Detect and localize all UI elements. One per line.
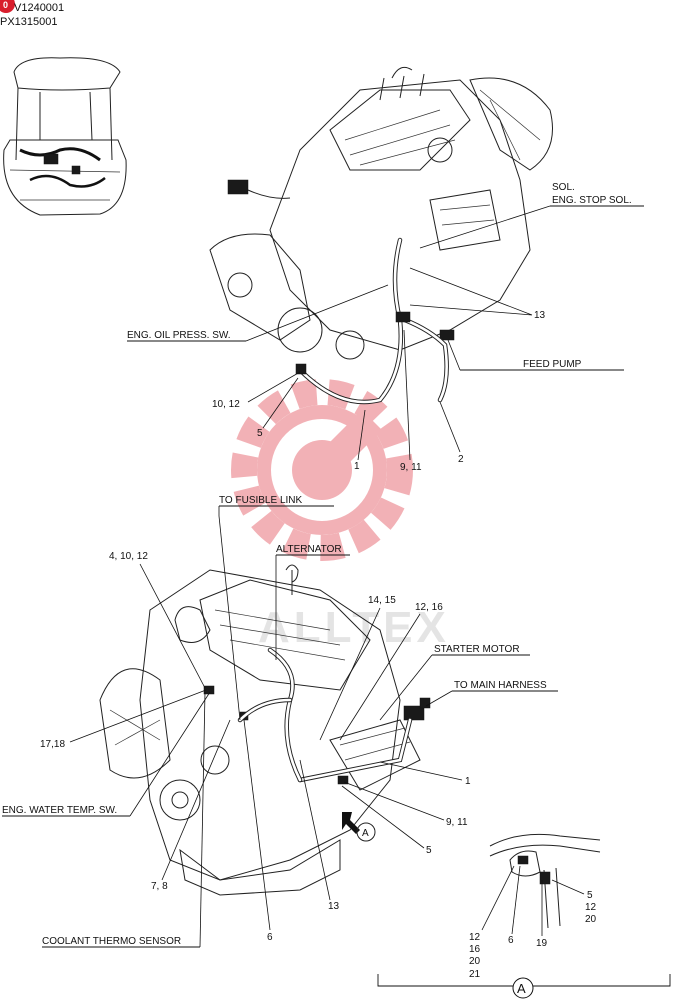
callout-starter-motor: STARTER MOTOR bbox=[434, 644, 520, 655]
detail-view-circle bbox=[512, 977, 534, 999]
top-callouts: SOL. ENG. STOP SOL. 13 ENG. OIL PRESS. S… bbox=[127, 182, 644, 473]
detail-ref-20: 20 bbox=[585, 914, 597, 925]
bottom-callouts: TO FUSIBLE LINK ALTERNATOR 4, 10, 12 14,… bbox=[2, 495, 558, 948]
serial-line-1: V1240001 bbox=[14, 2, 64, 14]
callout-sol: SOL. bbox=[552, 182, 575, 193]
header: 0 V1240001 PX1315001 bbox=[0, 0, 64, 28]
ref-bottom-4-10-12: 4, 10, 12 bbox=[109, 551, 148, 562]
detail-ref-5: 5 bbox=[587, 890, 593, 901]
detail-col-20: 20 bbox=[469, 956, 481, 967]
header-badge-text: 0 bbox=[3, 0, 8, 10]
callout-to-fusible-link: TO FUSIBLE LINK bbox=[219, 495, 303, 506]
detail-ref-6: 6 bbox=[508, 935, 514, 946]
ref-top-13: 13 bbox=[534, 310, 546, 321]
view-arrow-icon bbox=[342, 812, 360, 834]
detail-col-21: 21 bbox=[469, 969, 481, 980]
watermark-gear-icon bbox=[231, 379, 413, 561]
callout-coolant-thermo-sensor: COOLANT THERMO SENSOR bbox=[42, 936, 181, 947]
callout-feed-pump: FEED PUMP bbox=[523, 359, 582, 370]
detail-col-16: 16 bbox=[469, 944, 481, 955]
ref-bottom-14-15: 14, 15 bbox=[368, 595, 396, 606]
ref-top-2: 2 bbox=[458, 454, 464, 465]
ref-bottom-6: 6 bbox=[267, 932, 273, 943]
ref-bottom-17-18: 17,18 bbox=[40, 739, 65, 750]
top-engine-drawing bbox=[209, 66, 553, 405]
detail-col-12: 12 bbox=[469, 932, 481, 943]
callout-eng-stop-sol: ENG. STOP SOL. bbox=[552, 195, 632, 206]
detail-ref-12: 12 bbox=[585, 902, 597, 913]
ref-top-1: 1 bbox=[354, 461, 360, 472]
watermark: ALLTEX bbox=[231, 379, 446, 652]
ref-bottom-view-a: A bbox=[362, 828, 369, 839]
ref-top-10-12: 10, 12 bbox=[212, 399, 240, 410]
callout-eng-oil-press-sw: ENG. OIL PRESS. SW. bbox=[127, 330, 231, 341]
header-badge bbox=[0, 0, 15, 13]
detail-view-label: A bbox=[517, 981, 526, 996]
ref-bottom-1: 1 bbox=[465, 776, 471, 787]
callout-to-main-harness: TO MAIN HARNESS bbox=[454, 680, 547, 691]
ref-top-5: 5 bbox=[257, 428, 263, 439]
ref-bottom-7-8: 7, 8 bbox=[151, 881, 168, 892]
detail-ref-19: 19 bbox=[536, 938, 548, 949]
ref-top-9-11: 9, 11 bbox=[400, 462, 422, 473]
ref-bottom-13: 13 bbox=[328, 901, 340, 912]
serial-line-2: PX1315001 bbox=[0, 16, 58, 28]
ref-bottom-9-11: 9, 11 bbox=[446, 817, 468, 828]
ref-bottom-12-16: 12, 16 bbox=[415, 602, 443, 613]
ref-bottom-5: 5 bbox=[426, 845, 432, 856]
callout-eng-water-temp-sw: ENG. WATER TEMP. SW. bbox=[2, 805, 117, 816]
callout-alternator: ALTERNATOR bbox=[276, 544, 342, 555]
machine-thumbnail bbox=[3, 57, 127, 216]
bottom-engine-drawing bbox=[99, 564, 431, 896]
detail-view-a: 5 12 20 6 19 12 16 20 21 A bbox=[377, 833, 671, 999]
